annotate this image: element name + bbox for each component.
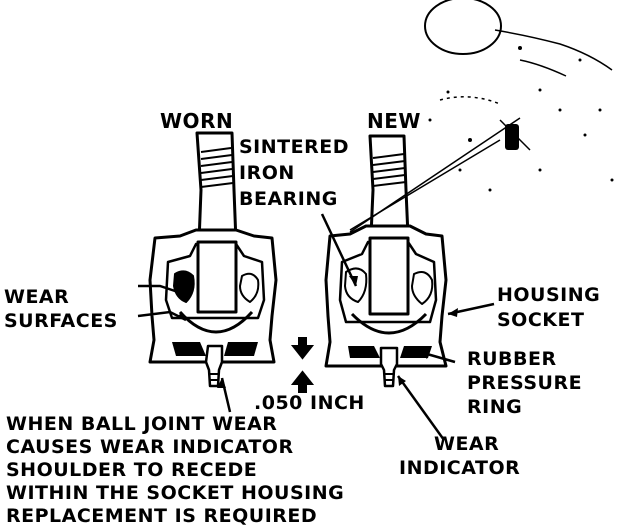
worn-bearing-right xyxy=(239,272,260,303)
label-sintered-line-2: IRON xyxy=(239,162,295,184)
note-line-3: SHOULDER TO RECEDE xyxy=(6,459,258,481)
new-ball-joint xyxy=(324,134,448,388)
worn-ball-joint xyxy=(148,131,278,388)
label-rubber-line-2: PRESSURE xyxy=(467,372,583,394)
new-stud-threads xyxy=(372,153,407,187)
note-line-5: REPLACEMENT IS REQUIRED xyxy=(6,505,318,527)
note-line-2: CAUSES WEAR INDICATOR xyxy=(6,436,294,458)
label-housing-line-2: SOCKET xyxy=(497,309,585,331)
label-wear-surfaces-line-2: SURFACES xyxy=(4,310,118,332)
label-new: NEW xyxy=(367,109,421,133)
measurement-arrows xyxy=(290,337,315,393)
worn-base-left xyxy=(172,342,206,356)
arrow-up xyxy=(290,370,315,393)
new-wear-indicator xyxy=(379,346,399,388)
new-socket-inner xyxy=(338,240,438,324)
scan-artifacts xyxy=(349,0,613,233)
arrow-down xyxy=(290,337,315,360)
new-bearing-right xyxy=(411,271,434,305)
label-sintered-line-1: SINTERED xyxy=(239,136,349,158)
new-base-left xyxy=(348,346,380,358)
worn-base-right xyxy=(224,342,258,356)
worn-stud-threads xyxy=(200,147,234,188)
new-ball xyxy=(350,312,428,335)
note-line-4: WITHIN THE SOCKET HOUSING xyxy=(6,482,345,504)
smudge-circle xyxy=(424,0,502,55)
worn-ball xyxy=(178,310,254,334)
worn-stud-neck xyxy=(196,240,238,314)
new-stud-neck xyxy=(368,236,410,316)
label-rubber-line-3: RING xyxy=(467,396,523,418)
worn-bearing-left xyxy=(173,270,195,303)
label-housing-line-1: HOUSING xyxy=(497,284,601,306)
speckles xyxy=(428,46,614,192)
label-wear-indicator-line-2: INDICATOR xyxy=(399,457,521,479)
label-rubber-line-1: RUBBER xyxy=(467,348,557,370)
note-line-1: WHEN BALL JOINT WEAR xyxy=(6,413,278,435)
label-wear-indicator-line-1: WEAR xyxy=(434,433,500,455)
leader-arrowheads xyxy=(176,276,458,388)
label-worn: WORN xyxy=(160,109,234,133)
label-sintered-line-3: BEARING xyxy=(239,188,338,210)
label-measurement: .050 INCH xyxy=(254,392,365,414)
label-wear-surfaces-line-1: WEAR xyxy=(4,286,70,308)
